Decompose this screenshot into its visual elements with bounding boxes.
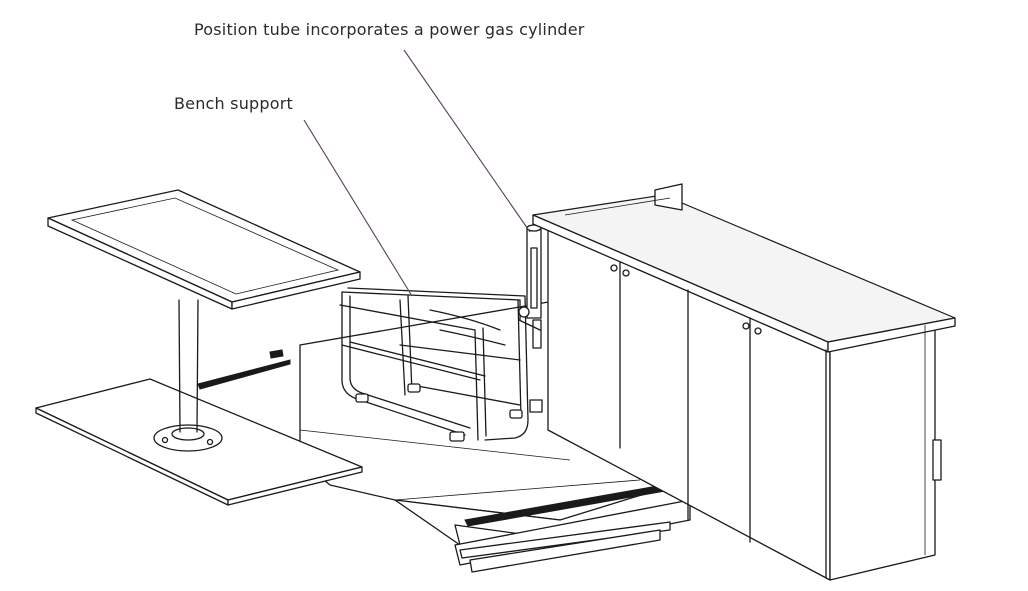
annotation-position-tube: Position tube incorporates a power gas c… (194, 20, 585, 39)
leader-line-position-tube (403, 49, 531, 233)
cabinet (532, 183, 956, 581)
annotation-bench-support: Bench support (174, 94, 294, 113)
table-top (47, 189, 361, 310)
table-post (153, 299, 223, 452)
leader-line-bench-support (303, 119, 413, 297)
